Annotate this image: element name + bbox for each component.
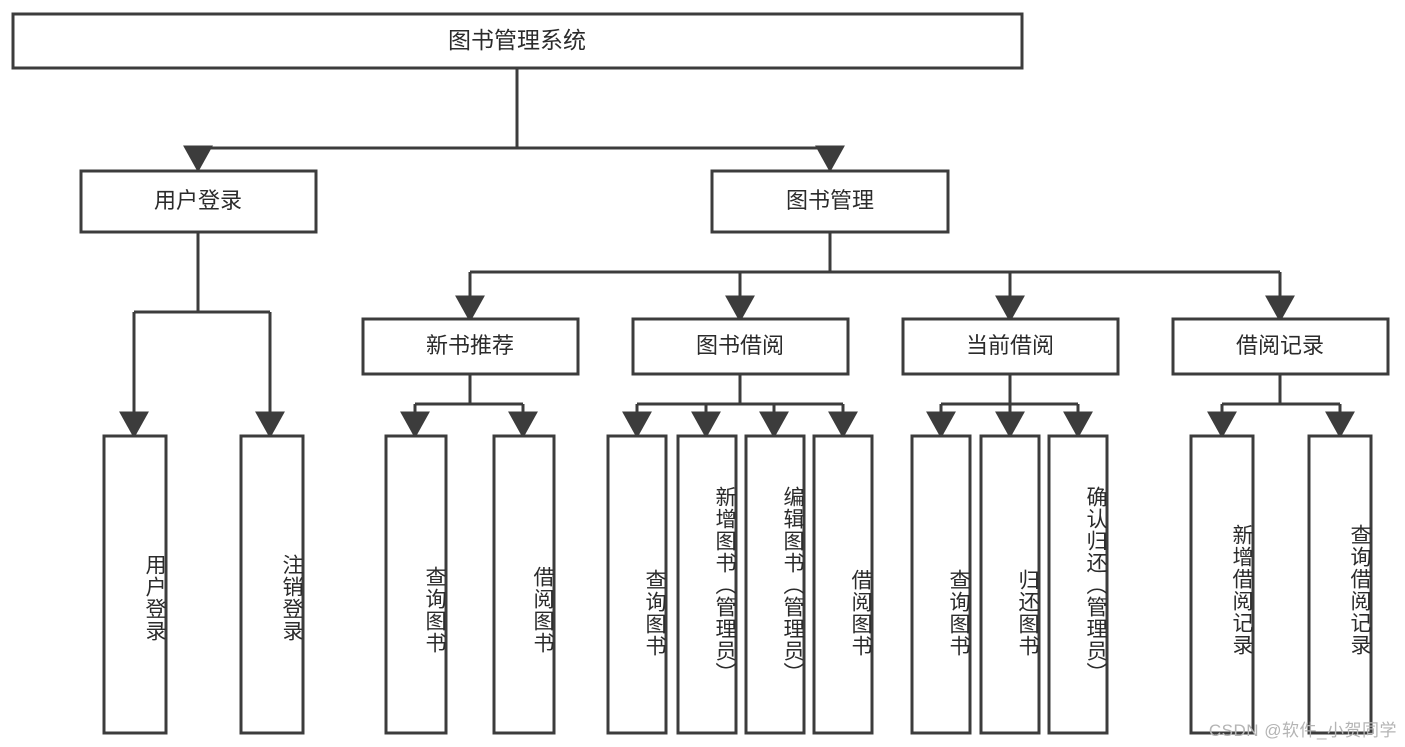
root-label: 图书管理系统	[448, 27, 586, 53]
leaf-box-user-login-1[interactable]	[102, 434, 168, 735]
leaf-box-user-login-2[interactable]	[239, 434, 305, 735]
leaf-label-borrow-record-1: 新增借阅记录	[1230, 523, 1253, 656]
leaf-node[interactable]: 归还图书	[979, 434, 1041, 735]
leaf-label-book-borrow-2: 新增图书（管理员）	[713, 485, 736, 684]
node-book-borrow[interactable]: 图书借阅	[631, 317, 850, 376]
leaf-box-borrow-record-2[interactable]	[1307, 434, 1373, 735]
node-root[interactable]: 图书管理系统	[11, 12, 1024, 70]
book-manage-box[interactable]	[710, 169, 950, 234]
leaf-node[interactable]: 查询图书	[606, 434, 668, 735]
book-borrow-label: 图书借阅	[696, 333, 784, 358]
current-borrow-box[interactable]	[901, 317, 1120, 376]
leaf-label-book-borrow-1: 查询图书	[643, 568, 666, 657]
user-login-box[interactable]	[79, 169, 318, 234]
book-manage-label: 图书管理	[786, 188, 874, 213]
leaf-box-new-book-2[interactable]	[492, 434, 556, 735]
leaf-box-book-borrow-2[interactable]	[676, 434, 738, 735]
new-book-recommend-label: 新书推荐	[426, 333, 514, 358]
leaf-box-current-borrow-3[interactable]	[1047, 434, 1109, 735]
leaf-node[interactable]: 编辑图书（管理员）	[744, 434, 806, 735]
leaf-label-current-borrow-1: 查询图书	[947, 568, 970, 657]
leaf-box-book-borrow-1[interactable]	[606, 434, 668, 735]
node-user-login[interactable]: 用户登录	[79, 169, 318, 234]
leaf-label-borrow-record-2: 查询借阅记录	[1348, 523, 1371, 656]
node-current-borrow[interactable]: 当前借阅	[901, 317, 1120, 376]
current-borrow-label: 当前借阅	[966, 333, 1054, 358]
user-login-label: 用户登录	[154, 188, 242, 213]
leaf-node[interactable]: 查询图书	[384, 434, 448, 735]
leaf-box-book-borrow-4[interactable]	[812, 434, 874, 735]
borrow-record-box[interactable]	[1171, 317, 1390, 376]
book-borrow-box[interactable]	[631, 317, 850, 376]
leaf-node[interactable]: 用户登录	[102, 434, 168, 735]
root-box[interactable]	[11, 12, 1024, 70]
leaf-node[interactable]: 查询图书	[910, 434, 972, 735]
leaf-label-book-borrow-3: 编辑图书（管理员）	[781, 485, 804, 684]
leaf-node[interactable]: 新增借阅记录	[1189, 434, 1255, 735]
leaf-label-current-borrow-3: 确认归还（管理员）	[1084, 485, 1107, 684]
leaf-label-book-borrow-4: 借阅图书	[849, 568, 872, 657]
leaf-label-current-borrow-2: 归还图书	[1016, 568, 1039, 657]
leaf-node[interactable]: 注销登录	[239, 434, 305, 735]
connectors	[119, 68, 1355, 439]
node-new-book-recommend[interactable]: 新书推荐	[361, 317, 580, 376]
leaf-box-current-borrow-2[interactable]	[979, 434, 1041, 735]
leaf-node[interactable]: 确认归还（管理员）	[1047, 434, 1109, 735]
leaf-box-borrow-record-1[interactable]	[1189, 434, 1255, 735]
leaf-node[interactable]: 新增图书（管理员）	[676, 434, 738, 735]
node-borrow-record[interactable]: 借阅记录	[1171, 317, 1390, 376]
node-book-manage[interactable]: 图书管理	[710, 169, 950, 234]
leaf-node[interactable]: 查询借阅记录	[1307, 434, 1373, 735]
leaf-node[interactable]: 借阅图书	[812, 434, 874, 735]
leaf-box-current-borrow-1[interactable]	[910, 434, 972, 735]
leaf-box-book-borrow-3[interactable]	[744, 434, 806, 735]
leaf-label-new-book-1: 查询图书	[423, 566, 446, 654]
leaf-box-new-book-1[interactable]	[384, 434, 448, 735]
new-book-recommend-box[interactable]	[361, 317, 580, 376]
leaf-label-user-login-1: 用户登录	[143, 553, 166, 642]
borrow-record-label: 借阅记录	[1236, 333, 1324, 358]
leaf-label-new-book-2: 借阅图书	[531, 566, 554, 654]
leaf-label-user-login-2: 注销登录	[280, 553, 303, 642]
leaf-node[interactable]: 借阅图书	[492, 434, 556, 735]
